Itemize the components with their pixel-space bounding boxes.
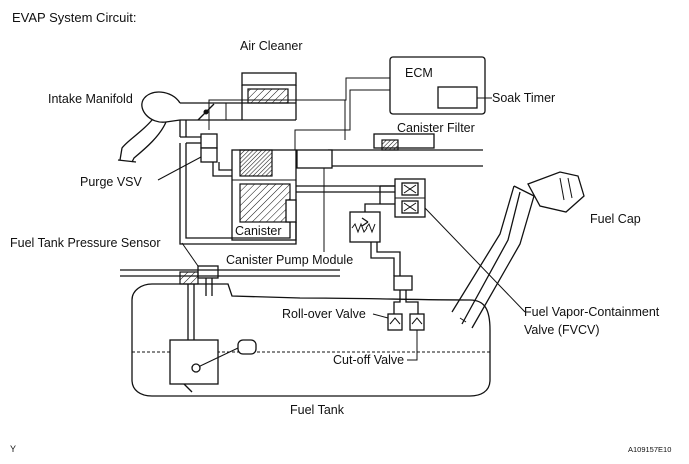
cutoff-valve-leader [407,330,418,361]
ecm-box [389,56,492,115]
air-cleaner-element [247,88,289,104]
soak-timer-box [437,86,478,109]
pressure-sensor-leader [181,242,199,267]
intake-manifold-shape [117,91,181,163]
canister-filter-element [381,139,399,151]
soak-timer-label: Soak Timer [492,91,555,105]
intake-manifold-label: Intake Manifold [48,92,133,106]
canister-filter-label: Canister Filter [397,121,475,135]
canister-pump-module-box [296,149,333,169]
cutoff-valve-label: Cut-off Valve [333,353,404,367]
rollover-valve-body [387,313,403,331]
fuel-tank-pressure-sensor [120,265,340,296]
canister [231,149,297,241]
fuel-pump-assembly [169,284,257,393]
air-cleaner-assembly [180,72,297,121]
vapor-lines [179,143,395,252]
fuel-cap [527,171,585,213]
figure-code: A109157E10 [628,445,671,454]
purge-vsv-label: Purge VSV [80,175,143,189]
purge-vsv [179,120,218,163]
footer-left-mark: Y [10,444,16,454]
throttle-valve [197,103,215,121]
filler-neck [451,185,535,329]
tank-valves [387,275,425,331]
rollover-valve-leader [372,313,389,319]
relief-valve [349,203,401,276]
air-cleaner-label: Air Cleaner [240,39,303,53]
diagram-title: EVAP System Circuit: [12,10,137,25]
ecm-label: ECM [405,66,433,80]
canister-filter-line [328,133,483,167]
ecm-wiring [208,77,390,151]
cutoff-valve-body [409,313,425,331]
fuel-cap-label: Fuel Cap [590,212,641,226]
fvcv-valve [379,178,426,218]
fuel-tank-label: Fuel Tank [290,403,345,417]
air-cleaner-housing [241,72,297,86]
rollover-valve-label: Roll-over Valve [282,307,366,321]
fvcv-label-line1: Fuel Vapor-Containment [524,305,660,319]
fuel-tank-pressure-sensor-label: Fuel Tank Pressure Sensor [10,236,161,250]
canister-pump-module-label: Canister Pump Module [226,253,353,267]
canister-label: Canister [235,224,282,238]
fuel-tank [131,283,491,397]
fvcv-label-line2: Valve (FVCV) [524,323,599,337]
fvcv-leader [424,207,526,313]
